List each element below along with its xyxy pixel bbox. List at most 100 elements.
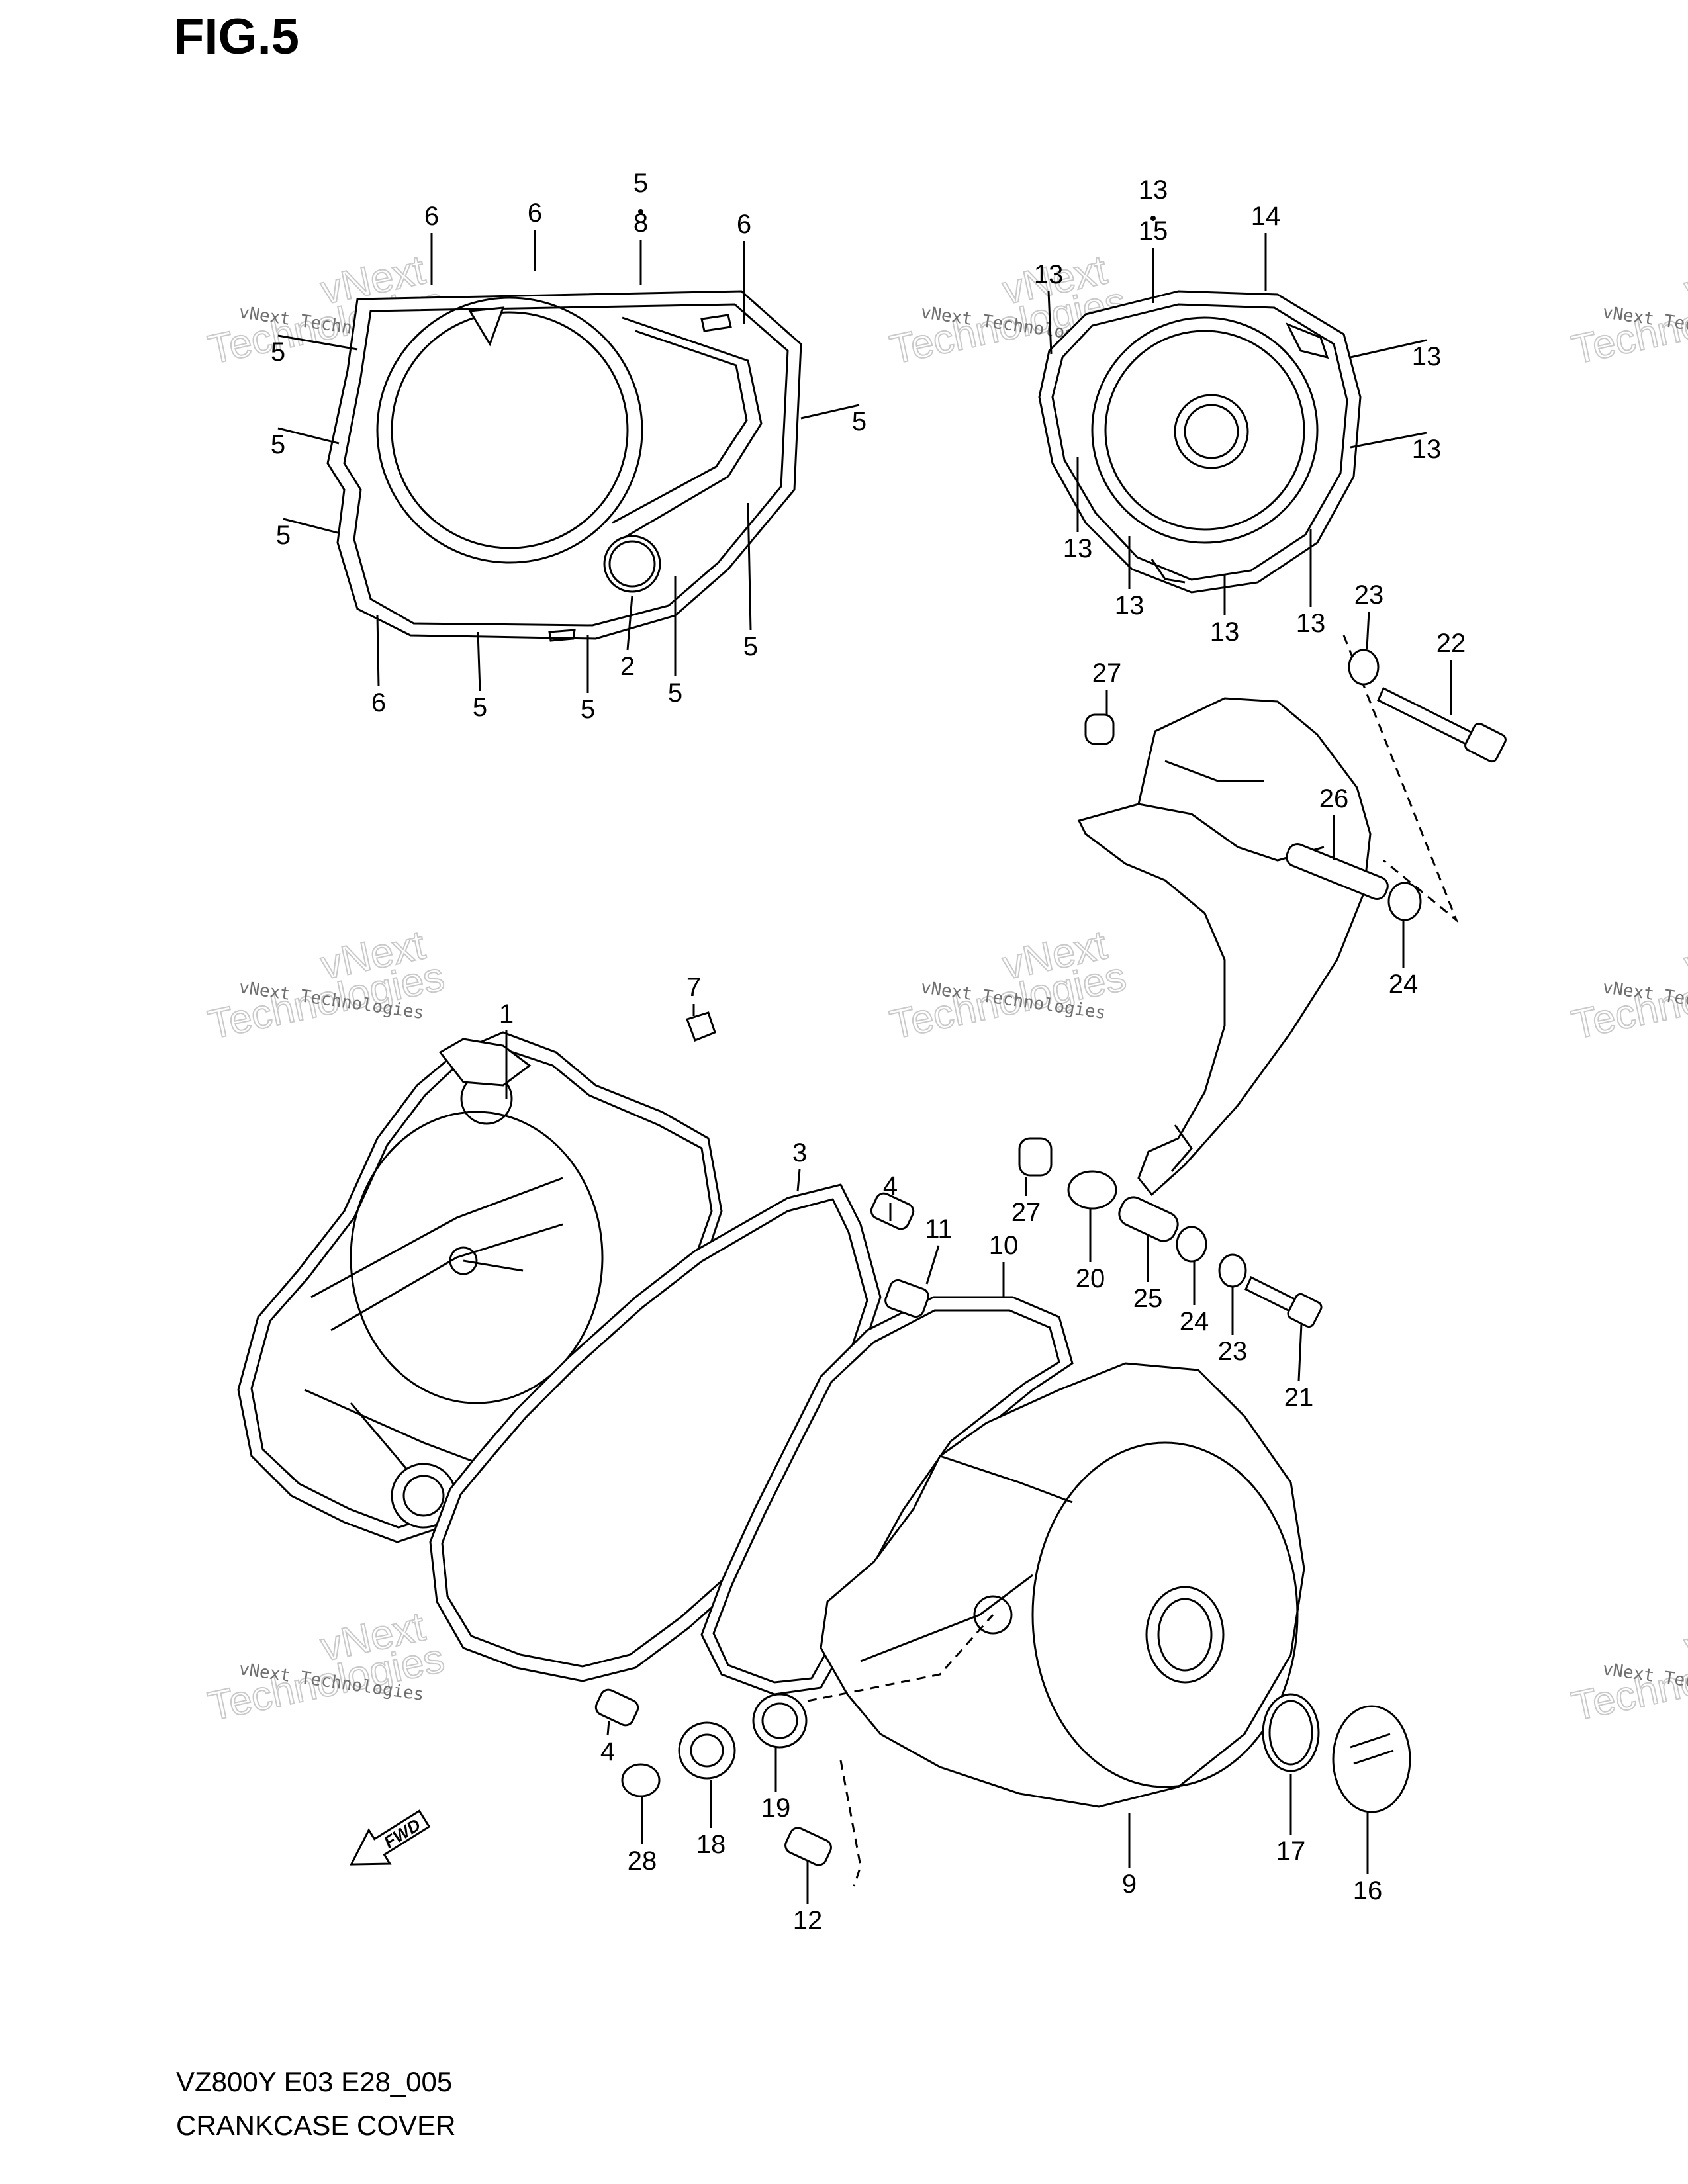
- callout-c5b: 5: [271, 430, 285, 459]
- part-23-washer-upper: [1348, 649, 1380, 686]
- callout-c7: 7: [686, 973, 701, 1002]
- leader-line-c13b: [1350, 339, 1427, 359]
- callout-c6d: 6: [371, 688, 386, 717]
- callout-c22: 22: [1436, 629, 1466, 658]
- part-27-grommet-lower: [1018, 1137, 1053, 1177]
- callout-c23a: 23: [1354, 580, 1384, 610]
- callout-c13c: 13: [1412, 435, 1442, 464]
- callout-c13b: 13: [1412, 342, 1442, 371]
- callout-c24b: 24: [1180, 1307, 1209, 1336]
- callout-c13-15: 13: [1139, 175, 1168, 205]
- part-26-bolt: [1286, 842, 1389, 901]
- part-19-oil-seal: [752, 1693, 808, 1749]
- callout-c19: 19: [761, 1794, 791, 1823]
- leader-line-c21: [1297, 1323, 1303, 1382]
- part-24-washer-upper: [1387, 882, 1422, 921]
- leader-line-c13c: [1350, 432, 1427, 449]
- callout-c13d: 13: [1063, 534, 1093, 563]
- callout-c25: 25: [1133, 1284, 1163, 1313]
- callout-c18: 18: [696, 1830, 726, 1859]
- callout-c11: 11: [925, 1214, 953, 1244]
- callout-c3: 3: [792, 1138, 807, 1167]
- callout-c6b: 6: [528, 199, 542, 228]
- callout-separator-dot: [1150, 216, 1156, 221]
- figure-title: FIG.5: [173, 9, 300, 65]
- part-11-dowel: [884, 1279, 929, 1318]
- model-code: VZ800Y E03 E28_005: [176, 2066, 453, 2097]
- part-23-washer-lower: [1218, 1253, 1247, 1288]
- callout-c13g: 13: [1296, 609, 1326, 638]
- part-20-collar: [1067, 1170, 1117, 1210]
- callout-c20: 20: [1076, 1264, 1105, 1293]
- part-24-washer-lower: [1176, 1226, 1207, 1263]
- leader-line-c5a: [277, 334, 358, 351]
- callout-c4a: 4: [883, 1171, 898, 1201]
- callout-c24a: 24: [1389, 970, 1419, 999]
- part-7-plug: [686, 1011, 716, 1042]
- part-28-plug: [621, 1763, 661, 1797]
- callout-c13f: 13: [1210, 617, 1240, 647]
- callout-c9: 9: [1122, 1870, 1137, 1899]
- callout-c21: 21: [1284, 1383, 1314, 1412]
- leader-line-c6d: [376, 615, 380, 687]
- leader-line-c5h: [800, 404, 860, 420]
- callout-c5-8: 5: [633, 169, 648, 198]
- magneto-cover-outline: [1038, 290, 1362, 594]
- part-4-dowel-upper: [870, 1192, 915, 1230]
- part-9-magneto-cover: [807, 1362, 1305, 1887]
- leader-line-c5g: [747, 502, 752, 631]
- part-27-grommet-upper: [1084, 713, 1115, 745]
- callout-c5a: 5: [271, 338, 285, 367]
- callout-c2: 2: [620, 652, 635, 681]
- callout-c26: 26: [1319, 784, 1349, 813]
- callout-c27a: 27: [1092, 659, 1122, 688]
- clutch-cover-outline: [326, 290, 802, 642]
- callout-c10: 10: [989, 1231, 1019, 1260]
- guard-plate: [1077, 635, 1459, 1197]
- part-12-dowel: [784, 1827, 832, 1866]
- part-25-spacer: [1118, 1196, 1179, 1242]
- leader-line-c23a: [1366, 611, 1370, 649]
- callout-c4b: 4: [600, 1737, 615, 1766]
- callout-c5e: 5: [581, 695, 595, 724]
- callout-c23b: 23: [1218, 1337, 1248, 1366]
- callout-c5c: 5: [276, 521, 291, 550]
- leader-line-c5b: [277, 427, 340, 445]
- callout-c13a: 13: [1034, 260, 1064, 289]
- callout-c12: 12: [793, 1906, 823, 1935]
- leader-line-c5c: [283, 518, 338, 534]
- leader-line-c5d: [477, 631, 481, 692]
- callout-c5d: 5: [473, 693, 487, 722]
- callout-separator-dot: [638, 209, 643, 214]
- leader-line-c4b: [606, 1720, 610, 1736]
- part-22-bolt: [1377, 686, 1477, 749]
- callout-c5f: 5: [668, 678, 682, 707]
- callout-c16: 16: [1353, 1876, 1383, 1905]
- part-18-plug: [678, 1721, 736, 1780]
- callout-c15: 15: [1139, 216, 1168, 246]
- callout-c6c: 6: [737, 210, 751, 239]
- part-17-o-ring: [1262, 1693, 1320, 1772]
- callout-c28: 28: [628, 1846, 657, 1876]
- part-4-dowel-lower: [594, 1688, 639, 1727]
- callout-c14: 14: [1251, 202, 1281, 231]
- callout-c5h: 5: [852, 407, 867, 436]
- leader-line-c3: [796, 1169, 801, 1192]
- callout-c17: 17: [1276, 1837, 1306, 1866]
- callout-c6a: 6: [424, 202, 439, 231]
- callout-c8: 8: [633, 208, 648, 238]
- leader-line-c2: [626, 595, 633, 651]
- leader-line-c13a: [1047, 291, 1053, 355]
- callout-c1: 1: [499, 999, 514, 1028]
- leader-line-c11: [925, 1245, 940, 1285]
- callout-c27b: 27: [1011, 1198, 1041, 1227]
